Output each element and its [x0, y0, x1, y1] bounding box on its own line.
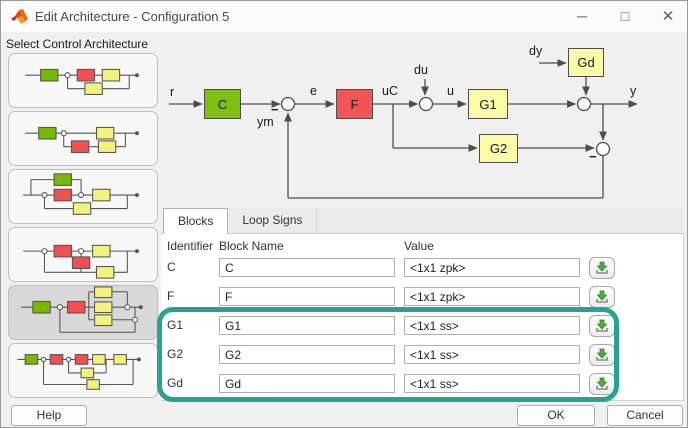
architecture-option-4[interactable]: [8, 227, 158, 282]
import-icon: [596, 377, 608, 390]
cancel-button[interactable]: Cancel: [607, 405, 683, 426]
select-architecture-label: Select Control Architecture: [6, 37, 149, 51]
architecture-option-1[interactable]: [8, 53, 158, 108]
value-field-G1[interactable]: [404, 316, 580, 335]
block-name-field-G1[interactable]: [219, 316, 395, 335]
header-block-name: Block Name: [219, 239, 284, 253]
import-from-workspace-button-G1[interactable]: [589, 315, 615, 337]
architecture-2-diagram-icon: [25, 126, 139, 154]
block-name-field-C[interactable]: [219, 258, 395, 277]
signal-du-label: du: [414, 63, 428, 77]
tab-blocks[interactable]: Blocks: [163, 208, 229, 234]
blocks-table: Identifier Block Name Value C F: [161, 234, 684, 401]
block-G2: G2: [479, 134, 518, 163]
titlebar[interactable]: Edit Architecture - Configuration 5 ─ □ …: [1, 1, 687, 32]
value-field-G2[interactable]: [404, 345, 580, 364]
tabstrip: Blocks Loop Signs: [161, 208, 684, 234]
import-from-workspace-button-C[interactable]: [589, 257, 615, 279]
block-C: F: [336, 89, 373, 119]
import-icon: [596, 348, 608, 361]
identifier-G1: G1: [167, 318, 184, 332]
sum1-minus-sign: −: [271, 102, 279, 117]
signal-y-label: y: [630, 84, 637, 98]
table-header-row: Identifier Block Name Value: [161, 234, 683, 258]
architecture-3-diagram-icon: [23, 173, 139, 215]
block-Gd: Gd: [568, 48, 604, 77]
signal-u-label: u: [447, 84, 454, 98]
block-name-field-G2[interactable]: [219, 345, 395, 364]
architecture-1-diagram-icon: [25, 68, 139, 96]
value-field-F[interactable]: [404, 287, 580, 306]
value-field-Gd[interactable]: [404, 374, 580, 393]
table-row-G1: G1: [161, 315, 683, 345]
minimize-button[interactable]: ─: [577, 8, 587, 24]
value-field-C[interactable]: [404, 258, 580, 277]
architecture-option-5-selected[interactable]: [8, 285, 158, 340]
header-identifier: Identifier: [167, 239, 214, 253]
table-row-C: C: [161, 257, 683, 287]
identifier-F: F: [167, 289, 175, 303]
architecture-option-2[interactable]: [8, 111, 158, 166]
architecture-option-3[interactable]: [8, 169, 158, 224]
import-icon: [596, 290, 608, 303]
identifier-C: C: [167, 260, 176, 274]
block-name-field-F[interactable]: [219, 287, 395, 306]
architecture-option-6[interactable]: [8, 343, 158, 398]
window-title: Edit Architecture - Configuration 5: [35, 9, 230, 24]
architecture-4-diagram-icon: [23, 244, 139, 279]
import-icon: [596, 319, 608, 332]
close-button[interactable]: ✕: [661, 8, 675, 25]
import-from-workspace-button-G2[interactable]: [589, 344, 615, 366]
architecture-6-diagram-icon: [17, 354, 141, 390]
identifier-G2: G2: [167, 347, 184, 361]
signal-e-label: e: [310, 84, 317, 98]
signal-r-label: r: [170, 85, 175, 99]
table-row-Gd: Gd: [161, 373, 683, 403]
signal-ym-label: ym: [257, 115, 274, 129]
tab-loop-signs[interactable]: Loop Signs: [228, 208, 318, 234]
signal-uC-label: uC: [382, 84, 398, 98]
help-button[interactable]: Help: [11, 405, 87, 426]
block-name-field-Gd[interactable]: [219, 374, 395, 393]
ok-button[interactable]: OK: [517, 405, 595, 426]
import-icon: [596, 261, 608, 274]
header-value: Value: [404, 239, 434, 253]
maximize-button[interactable]: □: [620, 8, 630, 24]
import-from-workspace-button-Gd[interactable]: [589, 373, 615, 395]
table-row-G2: G2: [161, 344, 683, 374]
block-G1: G1: [468, 89, 508, 119]
block-F: C: [204, 89, 241, 119]
sum4-minus-sign: −: [589, 149, 597, 164]
signal-dy-label: dy: [529, 44, 543, 58]
import-from-workspace-button-F[interactable]: [589, 286, 615, 308]
diagram-wires: [169, 59, 638, 199]
matlab-logo-icon: [11, 9, 28, 24]
identifier-Gd: Gd: [167, 376, 184, 390]
table-row-F: F: [161, 286, 683, 316]
block-diagram: C F G1 G2 Gd r e ym uC du u dy y − −: [161, 39, 687, 207]
architecture-5-diagram-icon: [21, 286, 143, 333]
